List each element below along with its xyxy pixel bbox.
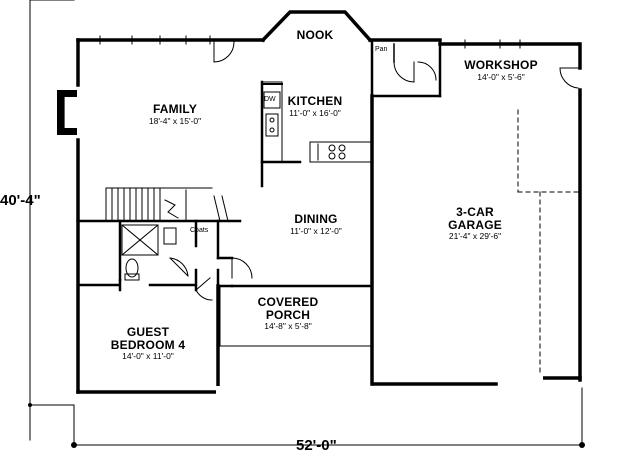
room-porch: COVERED PORCH 14'-8" x 5'-8"	[248, 296, 328, 331]
pantry-label: Pan	[375, 46, 388, 53]
room-porch-name-1: COVERED	[257, 295, 319, 309]
room-bedroom-dims: 14'-0" x 11'-0"	[122, 351, 174, 362]
exterior-walls	[57, 10, 582, 394]
room-dining-name: DINING	[294, 212, 338, 226]
garage-dashes	[517, 109, 579, 379]
room-bedroom: GUEST BEDROOM 4 14'-0" x 11'-0"	[100, 326, 196, 361]
room-nook-name: NOOK	[296, 28, 334, 42]
kitchen-counters	[261, 81, 373, 163]
porch	[219, 285, 373, 347]
room-workshop-name: WORKSHOP	[464, 58, 538, 72]
room-garage-name-1: 3-CAR	[456, 205, 494, 219]
dishwasher-label: DW	[264, 96, 276, 103]
room-family-dims: 18'-4" x 15'-0"	[148, 115, 202, 126]
room-kitchen-dims: 11'-0" x 16'-0"	[289, 107, 341, 118]
room-kitchen-name: KITCHEN	[287, 94, 343, 108]
dimension-lines	[29, 0, 583, 446]
room-workshop: WORKSHOP 14'-0" x 5'-6"	[455, 59, 547, 82]
room-bedroom-name-2: BEDROOM 4	[110, 337, 186, 352]
coats-closet-label: Coats	[190, 227, 209, 234]
window-marks	[99, 35, 521, 49]
room-garage-name-2: GARAGE	[448, 217, 502, 232]
room-family: FAMILY 18'-4" x 15'-0"	[130, 103, 220, 126]
bathroom-fixtures	[121, 224, 177, 281]
stairs	[105, 187, 213, 222]
depth-dimension-label: 40'-4"	[0, 192, 41, 209]
interior-walls	[76, 38, 442, 292]
room-bedroom-name-1: GUEST	[126, 325, 170, 339]
room-dining-dims: 11'-0" x 12'-0"	[290, 225, 342, 236]
room-porch-name-2: PORCH	[265, 307, 311, 322]
room-porch-dims: 14'-8" x 5'-8"	[264, 321, 312, 332]
room-workshop-dims: 14'-0" x 5'-6"	[477, 71, 525, 82]
room-family-name: FAMILY	[152, 102, 198, 116]
door-swings	[169, 41, 579, 301]
width-dimension-label: 52'-0"	[296, 437, 337, 454]
room-dining: DINING 11'-0" x 12'-0"	[278, 213, 354, 236]
room-garage-dims: 21'-4" x 29'-6"	[448, 231, 502, 242]
room-garage: 3-CAR GARAGE 21'-4" x 29'-6"	[430, 206, 520, 241]
room-kitchen: KITCHEN 11'-0" x 16'-0"	[280, 95, 350, 118]
room-nook: NOOK	[285, 29, 345, 42]
